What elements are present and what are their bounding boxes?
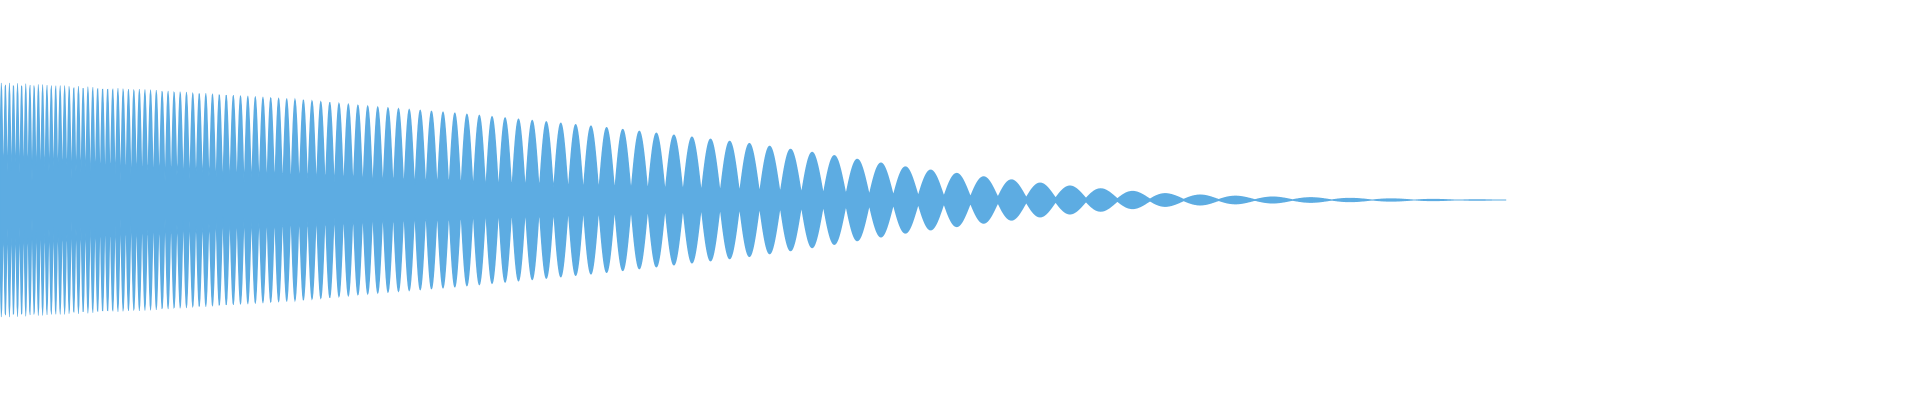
waveform-shape bbox=[0, 82, 1507, 318]
